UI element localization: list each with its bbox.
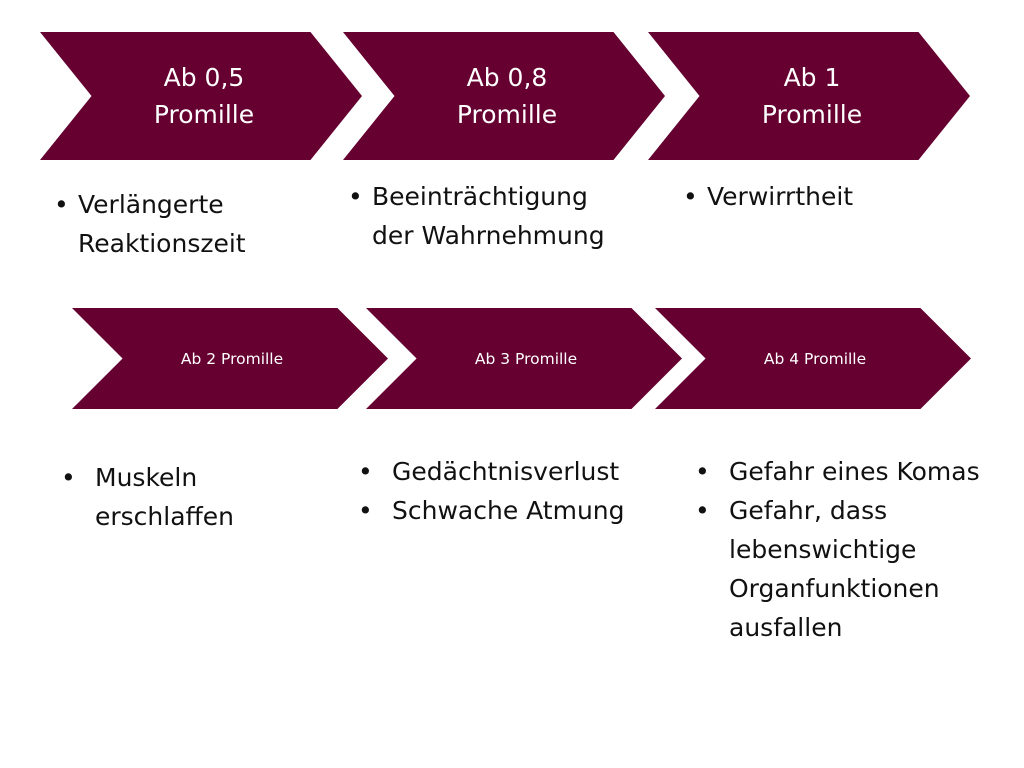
effects-list-2: Muskeln erschlaffen	[61, 458, 291, 536]
effect-item: Gedächtnisverlust	[358, 452, 658, 491]
stage-label: Ab 0,5 Promille	[148, 59, 254, 133]
effects-list-3: Gedächtnisverlust Schwache Atmung	[358, 452, 658, 530]
effect-item: Muskeln erschlaffen	[61, 458, 291, 536]
stage-label: Ab 0,8 Promille	[451, 59, 557, 133]
effect-item: Verlängerte Reaktionszeit	[54, 185, 314, 263]
stage-label-line1: Ab 0,8	[466, 63, 548, 92]
stage-label: Ab 4 Promille	[760, 349, 866, 369]
stage-label-line1: Ab 4 Promille	[763, 349, 867, 368]
stage-label: Ab 2 Promille	[177, 349, 283, 369]
stage-label-line2: Promille	[761, 100, 863, 129]
stage-chevron-0-8: Ab 0,8 Promille	[343, 32, 665, 160]
effects-list-0-8: Beeinträchtigung der Wahrnehmung	[348, 177, 628, 255]
stage-label: Ab 3 Promille	[471, 349, 577, 369]
effect-item: Beeinträchtigung der Wahrnehmung	[348, 177, 628, 255]
stage-chevron-4: Ab 4 Promille	[655, 308, 971, 409]
effect-item: Gefahr eines Komas	[695, 452, 995, 491]
stage-chevron-0-5: Ab 0,5 Promille	[40, 32, 362, 160]
effect-item: Schwache Atmung	[358, 491, 658, 530]
effects-list-1: Verwirrtheit	[683, 177, 963, 216]
stage-label-line1: Ab 3 Promille	[474, 349, 578, 368]
stage-label-line1: Ab 2 Promille	[180, 349, 284, 368]
stage-label-line2: Promille	[456, 100, 558, 129]
stage-label-line1: Ab 1	[783, 63, 841, 92]
stage-chevron-2: Ab 2 Promille	[72, 308, 388, 409]
stage-chevron-1: Ab 1 Promille	[648, 32, 970, 160]
stage-label-line1: Ab 0,5	[163, 63, 245, 92]
effects-list-4: Gefahr eines Komas Gefahr, dass lebenswi…	[695, 452, 995, 647]
stage-label: Ab 1 Promille	[756, 59, 862, 133]
effects-list-0-5: Verlängerte Reaktionszeit	[54, 185, 314, 263]
effect-item: Gefahr, dass lebenswichtige Organfunktio…	[695, 491, 995, 647]
stage-chevron-3: Ab 3 Promille	[366, 308, 682, 409]
stage-label-line2: Promille	[153, 100, 255, 129]
effect-item: Verwirrtheit	[683, 177, 963, 216]
